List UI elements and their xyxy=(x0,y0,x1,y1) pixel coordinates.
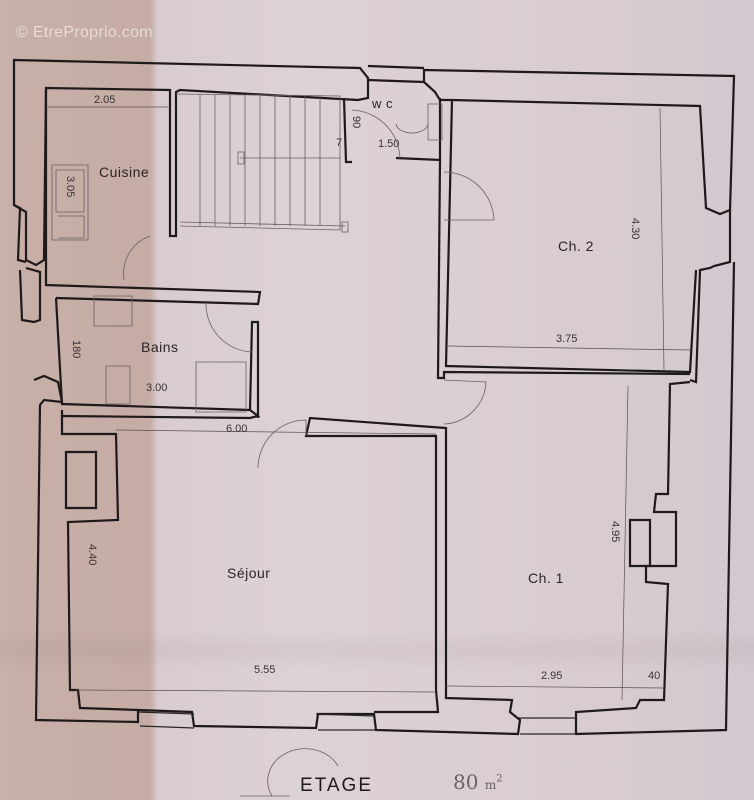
wc-toilet xyxy=(395,103,443,141)
outer-wall-top-left xyxy=(12,58,370,267)
dim-line-ch2-v xyxy=(659,107,665,371)
plan-title: ETAGE xyxy=(300,775,373,796)
window-bottom-mid xyxy=(315,713,376,731)
wc-wall-left xyxy=(342,97,352,164)
outer-wall-top-right xyxy=(422,68,736,216)
wc-wall-bottom xyxy=(395,98,442,162)
window-top xyxy=(367,64,425,84)
bains-wall xyxy=(54,297,261,420)
dim-ch1-height: 4.95 xyxy=(609,521,621,543)
stairs-outline xyxy=(175,93,341,231)
dim-bains-300: 3.00 xyxy=(146,382,168,394)
ch2-wall xyxy=(444,99,698,374)
north-arrow-arc xyxy=(267,748,339,797)
bains-bath-small xyxy=(105,365,131,405)
wc-door-arc xyxy=(351,109,401,161)
area-exponent: 2 xyxy=(496,773,503,785)
dim-wc-90: 90 xyxy=(350,116,362,129)
plan-area: 80 m2 xyxy=(453,770,503,794)
dim-wc-150: 1.50 xyxy=(378,138,400,150)
dim-line-ch1-v xyxy=(621,385,629,701)
dim-cuisine-width: 2.05 xyxy=(94,94,116,106)
cuisine-wall xyxy=(44,88,262,306)
bains-shower xyxy=(195,361,247,413)
dim-ch1-width: 2.95 xyxy=(541,670,563,682)
dim-line-top xyxy=(115,429,437,435)
window-bottom-left xyxy=(137,711,195,729)
area-unit: m xyxy=(484,778,497,792)
room-label-sejour: Séjour xyxy=(227,565,271,581)
dim-sejour-width: 5.55 xyxy=(254,664,276,676)
sejour-door-arc xyxy=(257,419,307,469)
dim-corridor-600: 6.00 xyxy=(226,423,248,435)
bains-door-arc xyxy=(205,303,253,353)
dim-line-ch1 xyxy=(445,685,665,689)
dim-wc-7: 7 xyxy=(336,137,343,149)
dim-cuisine-counter: 3.05 xyxy=(64,176,76,198)
dim-line-sejour xyxy=(75,689,437,693)
right-wall-outer xyxy=(574,261,736,736)
room-label-ch1: Ch. 1 xyxy=(528,570,564,586)
room-label-cuisine: Cuisine xyxy=(99,164,150,180)
dim-line-ch2 xyxy=(447,345,691,351)
window-bottom-right xyxy=(518,717,576,735)
stair-treads xyxy=(179,95,349,233)
room-label-bains: Bains xyxy=(141,339,179,355)
cuisine-counter xyxy=(51,164,89,241)
cuisine-door-arc xyxy=(123,235,151,281)
fireplace-left xyxy=(64,450,98,510)
bottom-wall xyxy=(137,416,522,736)
fireplace-right xyxy=(628,518,652,568)
watermark: © EtreProprio.com xyxy=(16,24,153,41)
right-wall-upper xyxy=(689,210,732,384)
dim-ch2-height: 4.30 xyxy=(629,218,641,240)
dim-ch2-width: 3.75 xyxy=(556,333,578,345)
left-wall-upper xyxy=(13,204,42,324)
dim-sejour-height: 4.40 xyxy=(86,544,98,566)
room-label-ch2: Ch. 2 xyxy=(558,238,594,254)
bains-sink xyxy=(93,295,133,327)
ch1-door-arc xyxy=(443,379,487,425)
dim-ch1-40: 40 xyxy=(648,670,661,682)
corridor-wall xyxy=(436,159,691,380)
ch2-door-arc xyxy=(443,171,495,221)
area-value: 80 xyxy=(453,770,479,794)
room-label-wc: w c xyxy=(372,96,393,111)
left-wall-mid xyxy=(33,374,140,724)
dim-bains-180: 180 xyxy=(70,340,82,359)
